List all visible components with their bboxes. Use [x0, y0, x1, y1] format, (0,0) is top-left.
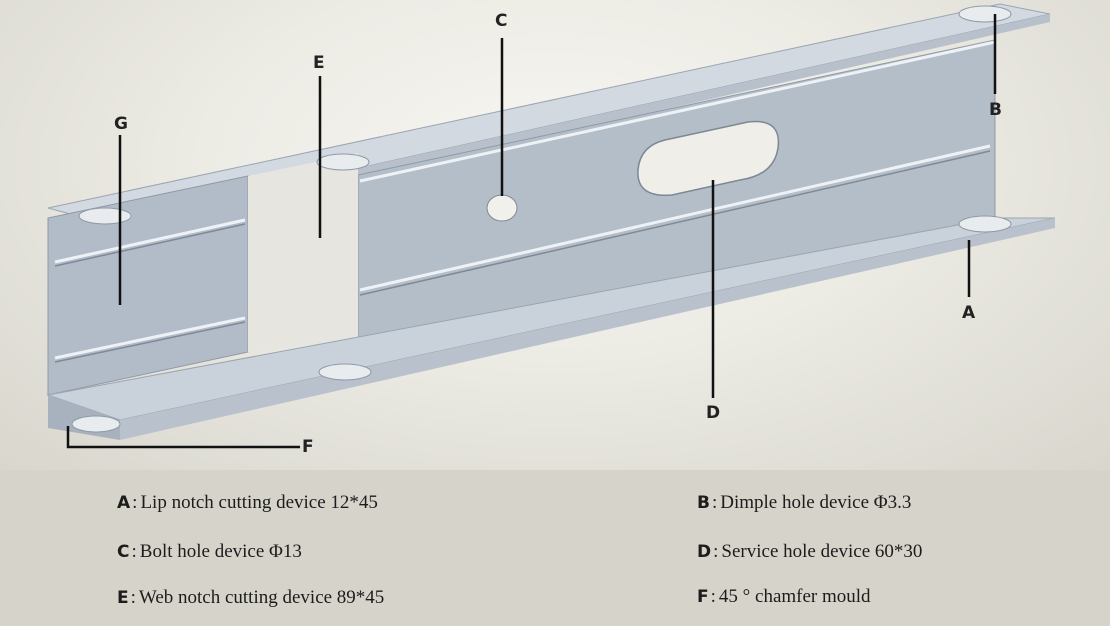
legend-item-c: C:Bolt hole device Φ13 [117, 541, 302, 562]
legend-key: F [697, 587, 709, 607]
web-groove-upper-shadow [54, 223, 246, 267]
dimple-hole-top-mid [316, 153, 370, 171]
callout-b: B [989, 100, 1002, 120]
web-groove-mid [54, 316, 246, 360]
dimple-hole-bottom-left [71, 415, 121, 433]
callout-e: E [313, 53, 325, 73]
bolt-hole [486, 194, 518, 222]
callout-f: F [302, 437, 314, 457]
dimple-hole-bottom-mid [318, 363, 372, 381]
web-groove-mid-right-shadow [359, 150, 991, 296]
web-notch [248, 153, 358, 352]
legend-key: B [697, 493, 710, 513]
callout-g: G [114, 114, 128, 134]
legend-key: E [117, 588, 129, 608]
legend-text: Dimple hole device Φ3.3 [720, 492, 912, 513]
legend-item-a: A:Lip notch cutting device 12*45 [117, 492, 378, 513]
dimple-hole-top-left [78, 207, 132, 225]
callout-d: D [706, 403, 721, 423]
legend-text: Web notch cutting device 89*45 [138, 587, 385, 608]
dimple-hole-top-right [958, 5, 1012, 23]
legend-item-d: D:Service hole device 60*30 [697, 541, 923, 562]
leader-f [66, 426, 300, 449]
legend-key: C [117, 542, 130, 562]
stud-profile-drawing: C E G B A D F [0, 0, 1110, 470]
web-groove-mid-right [359, 144, 991, 292]
callout-a: A [962, 303, 976, 323]
legend: A:Lip notch cutting device 12*45 B:Dimpl… [0, 470, 1110, 626]
callout-c: C [495, 11, 508, 31]
legend-item-e: E:Web notch cutting device 89*45 [117, 587, 385, 608]
web-groove-mid-shadow [54, 321, 246, 363]
profile-svg [46, 3, 1056, 449]
legend-text: 45 ° chamfer mould [718, 586, 871, 607]
legend-key: D [697, 542, 712, 562]
legend-text: Service hole device 60*30 [721, 541, 923, 562]
legend-text: Lip notch cutting device 12*45 [140, 492, 378, 513]
legend-key: A [117, 493, 131, 513]
legend-item-f: F:45 ° chamfer mould [697, 586, 871, 607]
bottom-lip [120, 218, 1055, 440]
legend-text: Bolt hole device Φ13 [139, 541, 302, 562]
web-groove-upper-right [359, 40, 996, 183]
service-hole [637, 120, 780, 197]
legend-item-b: B:Dimple hole device Φ3.3 [697, 492, 912, 513]
dimple-hole-bottom-right [958, 215, 1012, 233]
web-groove-upper [54, 218, 246, 264]
